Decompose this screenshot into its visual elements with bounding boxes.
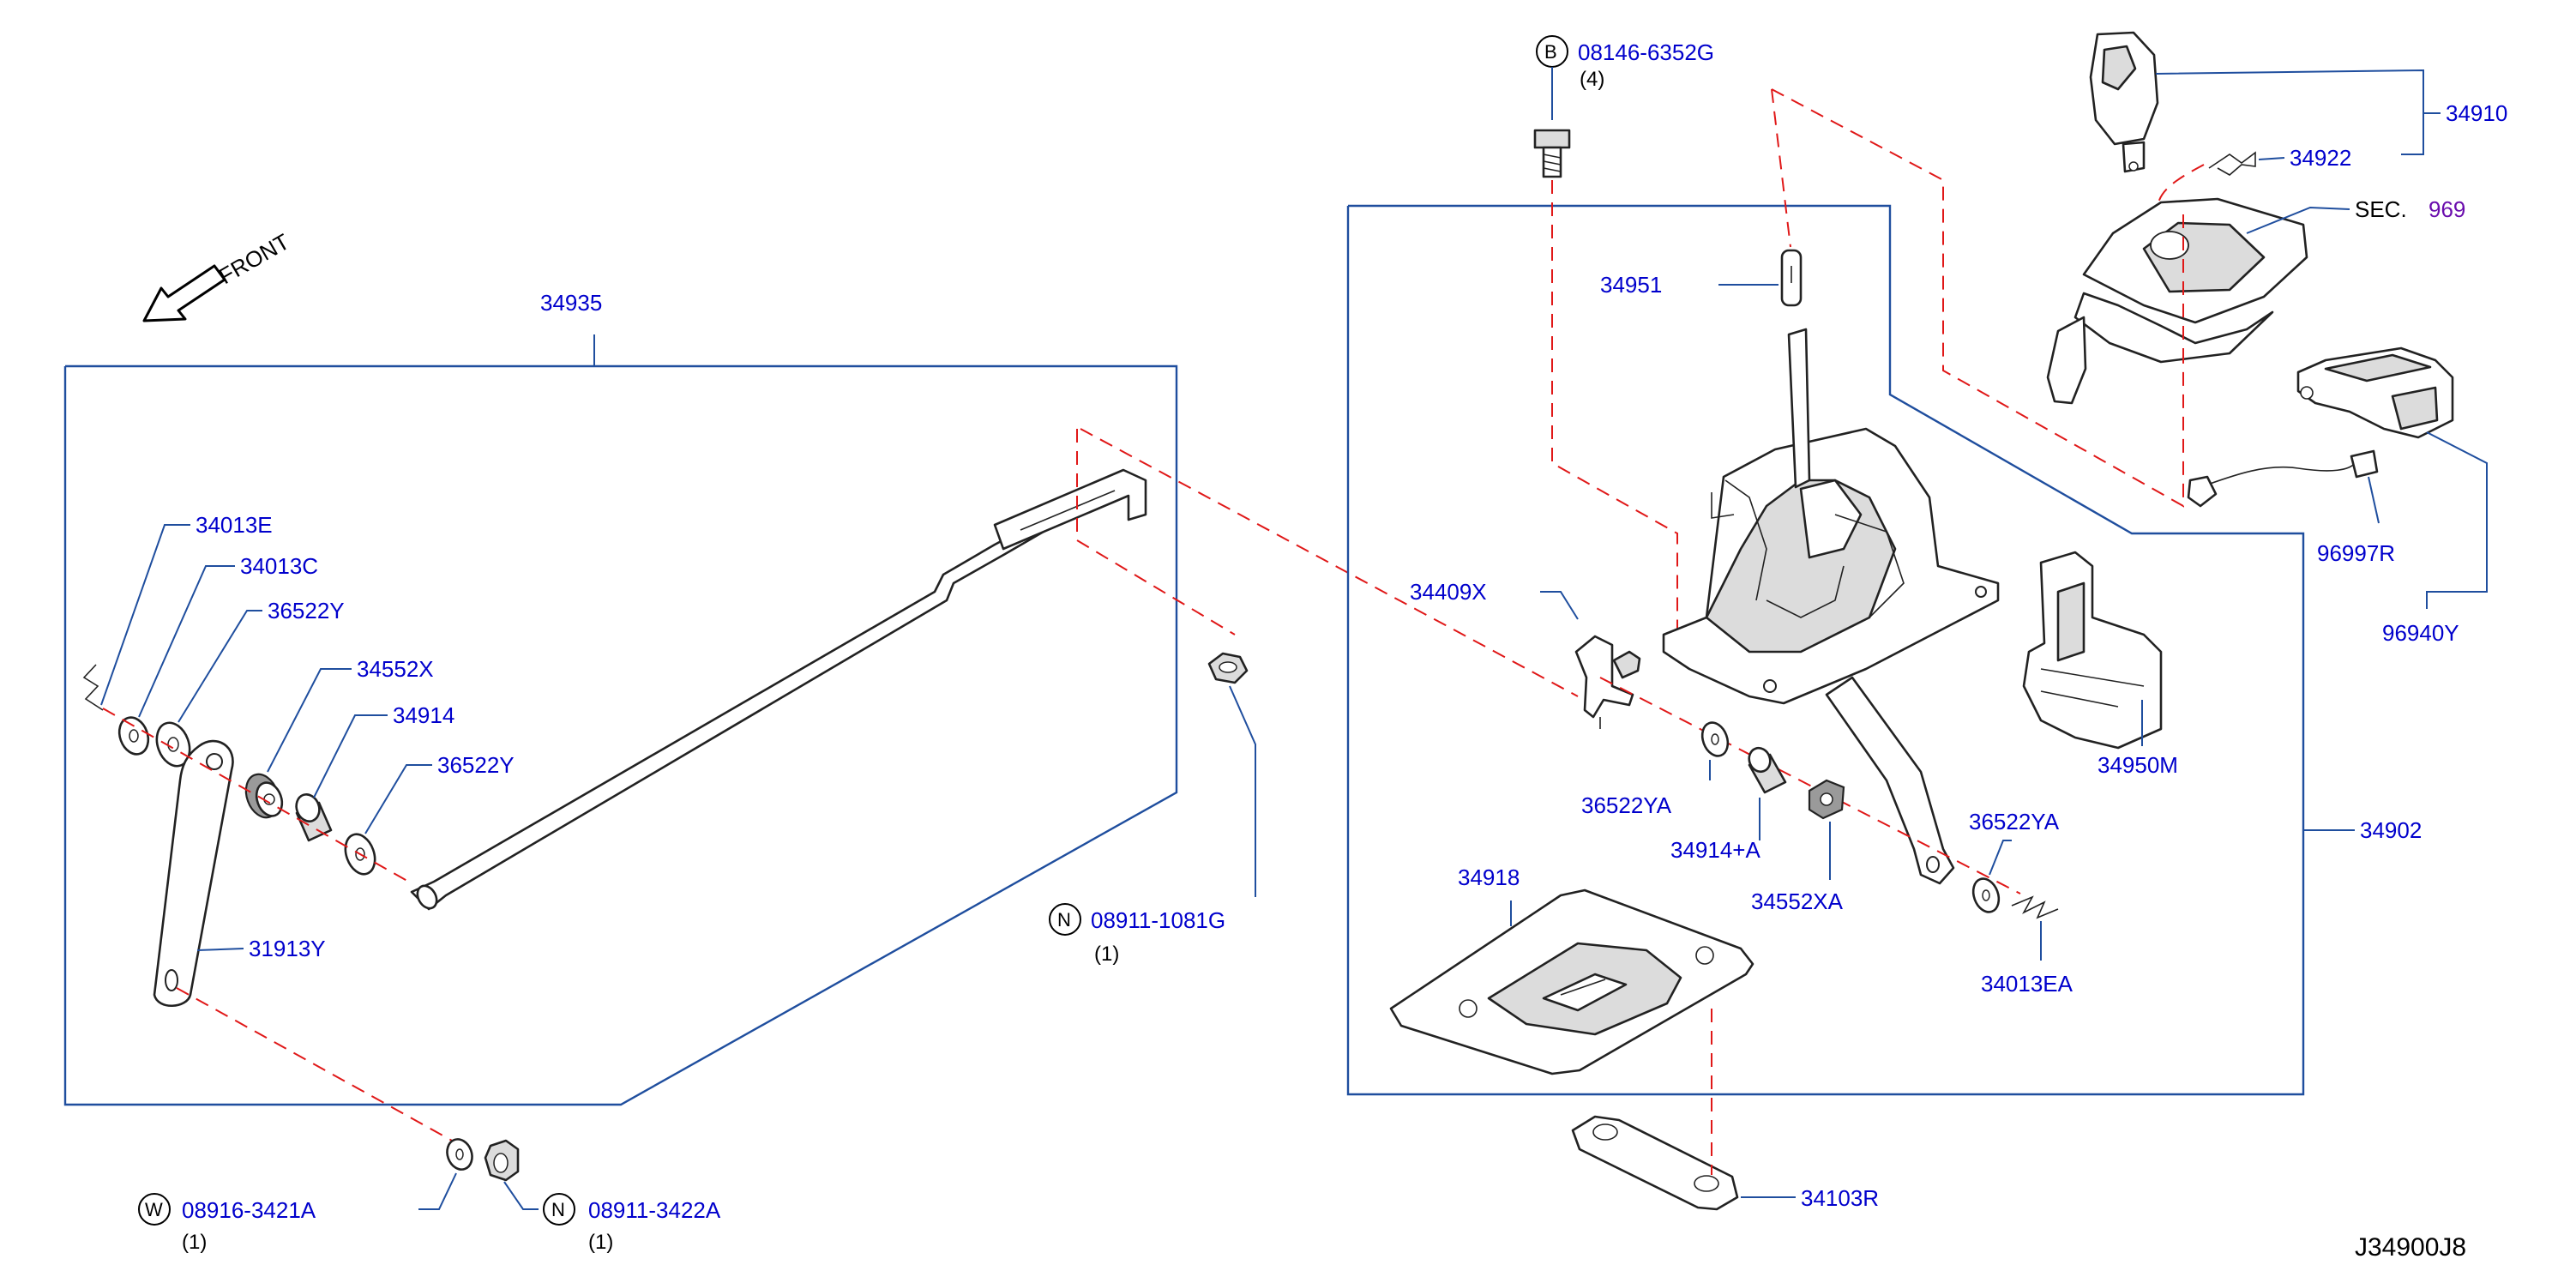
qty-08911-1081G: (1) xyxy=(1094,943,1119,966)
bolt-icon xyxy=(1533,129,1571,178)
label-08911-3422A: 08911-3422A xyxy=(588,1197,721,1223)
label-36522YA-left[interactable]: 36522YA xyxy=(1581,792,1672,818)
fastener-N-08911-3422A[interactable]: N 08911-3422A (1) xyxy=(543,1193,721,1254)
fastener-B-08146-6352G[interactable]: B 08146-6352G (4) xyxy=(1536,35,1714,91)
washer-34013C-icon xyxy=(117,716,150,756)
fastener-symbol: W xyxy=(145,1199,163,1220)
bushing-34552XA-icon xyxy=(1808,779,1845,820)
shifter-housing-icon xyxy=(1662,328,2000,885)
qty-08911-3422A: (1) xyxy=(588,1231,613,1254)
sensor-34950M-icon xyxy=(2022,551,2163,750)
sec-label: SEC. xyxy=(2355,196,2407,222)
front-arrow-icon xyxy=(142,264,226,322)
shift-knob-icon xyxy=(2089,31,2159,173)
fastener-N-08911-1081G[interactable]: N 08911-1081G (1) xyxy=(1049,903,1225,966)
harness-96997R-icon xyxy=(2187,449,2379,508)
console-panel-icon xyxy=(2046,197,2308,405)
label-31913Y[interactable]: 31913Y xyxy=(249,936,326,961)
label-36522Y-top[interactable]: 36522Y xyxy=(268,598,345,623)
lever-31913Y-icon xyxy=(153,739,234,1007)
washer-36522Y-bottom-icon xyxy=(344,833,376,876)
washer-36522YA-right-icon xyxy=(1971,877,2001,913)
fastener-symbol: N xyxy=(1057,909,1071,931)
sec-number-link[interactable]: 969 xyxy=(2429,196,2465,222)
bushing-34552X-icon xyxy=(244,773,284,819)
label-96997R[interactable]: 96997R xyxy=(2317,540,2395,566)
collar-34914A-icon xyxy=(1748,746,1787,794)
label-34935[interactable]: 34935 xyxy=(540,290,602,316)
label-34902[interactable]: 34902 xyxy=(2360,817,2422,843)
label-08916-3421A: 08916-3421A xyxy=(182,1197,316,1223)
bracket-34409X-icon xyxy=(1574,635,1641,729)
nut-08911-3422A-icon xyxy=(484,1139,520,1182)
label-34914A[interactable]: 34914+A xyxy=(1670,837,1760,863)
label-96940Y[interactable]: 96940Y xyxy=(2382,620,2459,646)
label-34950M[interactable]: 34950M xyxy=(2098,752,2178,778)
collar-34914-icon xyxy=(295,793,333,842)
label-34013E[interactable]: 34013E xyxy=(196,512,273,538)
label-34013EA[interactable]: 34013EA xyxy=(1981,971,2073,997)
fastener-symbol: N xyxy=(551,1199,565,1220)
finisher-34918-icon xyxy=(1389,888,1754,1075)
label-34922[interactable]: 34922 xyxy=(2290,145,2351,171)
clip-34013E-icon xyxy=(82,664,104,711)
control-rod-icon xyxy=(410,468,1147,911)
label-08911-1081G: 08911-1081G xyxy=(1091,907,1225,933)
qty-08146-6352G: (4) xyxy=(1580,68,1604,91)
clip-34013EA-icon xyxy=(2011,895,2059,919)
washer-08916-3421A-icon xyxy=(446,1138,473,1171)
label-36522Y-bottom[interactable]: 36522Y xyxy=(437,752,515,778)
label-34914[interactable]: 34914 xyxy=(393,702,454,728)
qty-08916-3421A: (1) xyxy=(182,1231,207,1254)
left-assembly-box xyxy=(63,334,1178,1106)
label-34552XA[interactable]: 34552XA xyxy=(1751,888,1844,914)
washer-36522YA-left-icon xyxy=(1700,721,1730,757)
right-assembly-box xyxy=(1346,204,2355,1096)
clip-34922-icon xyxy=(2208,151,2256,176)
diagram-code: J34900J8 xyxy=(2355,1233,2466,1262)
fastener-symbol: B xyxy=(1544,41,1557,63)
label-08146-6352G: 08146-6352G xyxy=(1578,39,1714,65)
label-34951[interactable]: 34951 xyxy=(1600,272,1662,298)
fastener-W-08916-3421A[interactable]: W 08916-3421A (1) xyxy=(138,1193,316,1254)
nut-08911-1081G-icon xyxy=(1207,652,1249,684)
label-34552X[interactable]: 34552X xyxy=(357,656,434,682)
label-34103R[interactable]: 34103R xyxy=(1801,1185,1879,1211)
washer-36522Y-top-icon xyxy=(155,721,191,768)
label-34409X[interactable]: 34409X xyxy=(1410,579,1487,605)
label-36522YA-right[interactable]: 36522YA xyxy=(1969,809,2060,834)
label-34910[interactable]: 34910 xyxy=(2446,100,2507,126)
pin-34951-icon xyxy=(1780,249,1803,307)
shift-module-96940Y-icon xyxy=(2296,346,2454,439)
label-34918[interactable]: 34918 xyxy=(1458,864,1520,890)
indicator-34103R-icon xyxy=(1571,1115,1739,1211)
front-label: FRONT xyxy=(214,228,294,289)
label-34013C[interactable]: 34013C xyxy=(240,553,318,579)
